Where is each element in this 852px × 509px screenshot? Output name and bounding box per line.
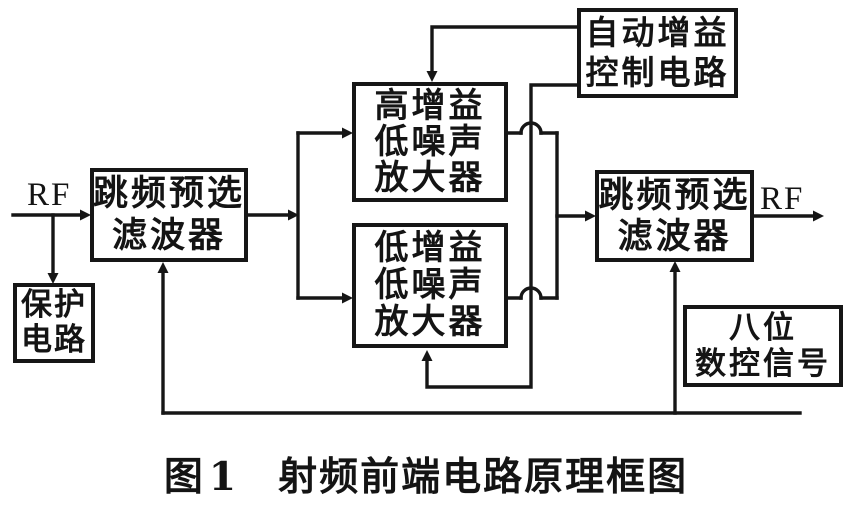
block-text-line: 放大器	[374, 158, 486, 198]
block-text-line: 放大器	[374, 302, 486, 342]
block-text-line: 低增益	[374, 228, 486, 268]
block-text-line: 保护	[21, 287, 87, 323]
block-text-line: 数控信号	[695, 346, 831, 382]
block-text-line: 八位	[729, 310, 797, 346]
arrowhead-filter1-ctrl	[157, 262, 169, 273]
block-high-gain-lna: 高增益 低噪声 放大器	[352, 82, 508, 202]
block-text-line: 低噪声	[374, 265, 486, 305]
figure-caption: 图1 射频前端电路原理框图	[0, 456, 852, 499]
block-text-line: 控制电路	[585, 53, 730, 92]
block-text-line: 滤波器	[617, 216, 732, 257]
wire-agc-to-high-amp	[430, 25, 579, 73]
block-text-line: 低噪声	[374, 122, 486, 162]
figure-title: 射频前端电路原理框图	[278, 454, 689, 500]
arrowhead-rf-in	[80, 209, 91, 221]
arrowhead-protection	[47, 273, 59, 284]
arrowhead-high-amp-in	[342, 127, 353, 139]
arrowhead-low-amp-in	[342, 292, 353, 304]
arrowhead-filter2-in	[585, 210, 596, 222]
block-preselect-filter-right: 跳频预选 滤波器	[595, 170, 754, 262]
arrowhead-filter1-out	[288, 209, 299, 221]
block-text-line: 滤波器	[111, 215, 226, 256]
block-text-line: 跳频预选	[93, 173, 246, 214]
block-text-line: 跳频预选	[598, 175, 751, 216]
block-protection-circuit: 保护 电路	[13, 283, 95, 363]
block-agc-circuit: 自动增益 控制电路	[577, 8, 738, 98]
block-text-line: 电路	[21, 322, 87, 358]
block-text-line: 自动增益	[585, 13, 730, 52]
block-text-line: 高增益	[374, 86, 486, 126]
rf-output-label: RF	[760, 181, 805, 217]
block-preselect-filter-left: 跳频预选 滤波器	[90, 168, 248, 262]
figure-number: 图1	[163, 454, 243, 500]
wire-agc-to-low-amp	[425, 83, 579, 389]
block-low-gain-lna: 低增益 低噪声 放大器	[352, 223, 508, 348]
rf-input-label: RF	[27, 177, 72, 213]
arrowhead-agc-high	[426, 71, 438, 82]
block-digital-control-signal: 八位 数控信号	[683, 305, 843, 387]
arrowhead-filter2-ctrl	[669, 261, 681, 272]
arrowhead-agc-low	[421, 350, 433, 361]
arrowhead-rf-out	[813, 210, 824, 222]
